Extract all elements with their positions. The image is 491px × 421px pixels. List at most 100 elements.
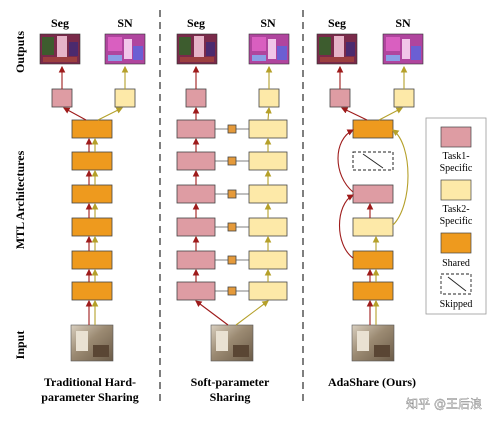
task2-branch-arrow bbox=[265, 106, 272, 121]
photo-door bbox=[357, 331, 369, 351]
task2-block bbox=[248, 184, 288, 204]
task1-branch-arrow bbox=[341, 107, 368, 121]
sn-output-image bbox=[248, 33, 290, 65]
legend-swatch-task1 bbox=[440, 126, 472, 148]
legend-label-task2-line2: Specific bbox=[440, 216, 473, 227]
seg-region bbox=[180, 57, 214, 62]
sn-region bbox=[386, 37, 400, 51]
shared-block bbox=[352, 281, 394, 301]
sn-head-label: SN bbox=[260, 16, 276, 30]
task1-head-block bbox=[329, 88, 351, 108]
skipped-slash bbox=[362, 153, 384, 169]
task2-head-block bbox=[393, 88, 415, 108]
panel-hard-sharing: Seg SN bbox=[39, 16, 146, 362]
seg-region bbox=[69, 42, 78, 56]
seg-output-image bbox=[39, 33, 81, 65]
caption-soft-line1: Soft-parameter bbox=[191, 375, 270, 389]
shared-block bbox=[352, 250, 394, 270]
sn-region bbox=[386, 55, 400, 61]
legend-label-task2-line1: Task2- bbox=[442, 204, 469, 215]
task2-block bbox=[248, 217, 288, 237]
legend-swatch-shared bbox=[440, 232, 472, 254]
cross-stitch-unit bbox=[227, 124, 237, 134]
legend-label-skipped: Skipped bbox=[440, 299, 473, 310]
caption-soft-line2: Sharing bbox=[210, 390, 251, 404]
seg-region bbox=[334, 36, 344, 58]
task1-block bbox=[176, 119, 216, 139]
photo-door bbox=[76, 331, 88, 351]
sn-region bbox=[268, 39, 276, 59]
seg-region bbox=[194, 36, 204, 58]
row-label-architectures: MTL Architectures bbox=[13, 150, 27, 249]
seg-region bbox=[319, 37, 331, 55]
sn-region bbox=[108, 55, 122, 61]
watermark: 知乎 @王后浪 bbox=[406, 396, 482, 411]
legend-label-task1-line1: Task1- bbox=[442, 151, 469, 162]
task1-head-block bbox=[51, 88, 73, 108]
sn-region bbox=[411, 46, 421, 60]
task2-block bbox=[248, 250, 288, 270]
seg-region bbox=[42, 37, 54, 55]
shared-block bbox=[71, 250, 113, 270]
seg-region bbox=[43, 57, 77, 62]
photo-cabinet bbox=[374, 345, 390, 357]
task1-block bbox=[176, 250, 216, 270]
cross-stitch-unit bbox=[227, 156, 237, 166]
seg-region bbox=[179, 37, 191, 55]
sn-region bbox=[124, 39, 132, 59]
task2-block bbox=[248, 151, 288, 171]
shared-block bbox=[71, 184, 113, 204]
shared-block bbox=[71, 281, 113, 301]
legend-swatch-skipped bbox=[440, 273, 472, 295]
photo-cabinet bbox=[233, 345, 249, 357]
sn-head-label: SN bbox=[117, 16, 133, 30]
sn-region bbox=[108, 37, 122, 51]
legend-label-shared: Shared bbox=[442, 258, 470, 269]
cross-stitch-unit bbox=[227, 286, 237, 296]
seg-region bbox=[57, 36, 67, 58]
seg-output-image bbox=[316, 33, 358, 65]
task1-block bbox=[176, 217, 216, 237]
caption-adashare: AdaShare (Ours) bbox=[328, 375, 416, 389]
seg-region bbox=[206, 42, 215, 56]
sn-head-label: SN bbox=[395, 16, 411, 30]
seg-output-image bbox=[176, 33, 218, 65]
task1-block bbox=[176, 281, 216, 301]
panel-adashare: Seg SN bbox=[316, 16, 424, 362]
legend-skipped-slash bbox=[447, 276, 467, 292]
sn-region bbox=[402, 39, 410, 59]
shared-block bbox=[71, 151, 113, 171]
legend: Task1- Specific Task2- Specific Shared S… bbox=[425, 117, 487, 315]
shared-block bbox=[71, 217, 113, 237]
task2-block bbox=[248, 281, 288, 301]
shared-block bbox=[71, 119, 113, 139]
caption-hard-line2: parameter Sharing bbox=[41, 390, 138, 404]
sn-output-image bbox=[382, 33, 424, 65]
cross-stitch-unit bbox=[227, 255, 237, 265]
task2-branch-arrow bbox=[97, 107, 123, 121]
sn-output-image bbox=[104, 33, 146, 65]
photo-cabinet bbox=[93, 345, 109, 357]
input-image bbox=[210, 324, 254, 362]
row-label-input: Input bbox=[13, 331, 27, 360]
task1-skip-arrow bbox=[338, 194, 354, 259]
seg-region bbox=[320, 57, 354, 62]
seg-head-label: Seg bbox=[51, 16, 69, 30]
task2-block bbox=[248, 119, 288, 139]
input-task1-arrow bbox=[195, 300, 229, 326]
input-image bbox=[70, 324, 114, 362]
task1-block bbox=[176, 184, 216, 204]
seg-head-label: Seg bbox=[328, 16, 346, 30]
seg-region bbox=[346, 42, 355, 56]
caption-hard-line1: Traditional Hard- bbox=[44, 375, 136, 389]
input-task2-arrow bbox=[235, 300, 269, 326]
task2-skip-arrow bbox=[392, 129, 409, 226]
task2-head-block bbox=[114, 88, 136, 108]
legend-swatch-task2 bbox=[440, 179, 472, 201]
seg-head-label: Seg bbox=[187, 16, 205, 30]
cross-stitch-unit bbox=[227, 222, 237, 232]
shared-block bbox=[352, 119, 394, 139]
task1-block bbox=[176, 151, 216, 171]
input-image bbox=[351, 324, 395, 362]
